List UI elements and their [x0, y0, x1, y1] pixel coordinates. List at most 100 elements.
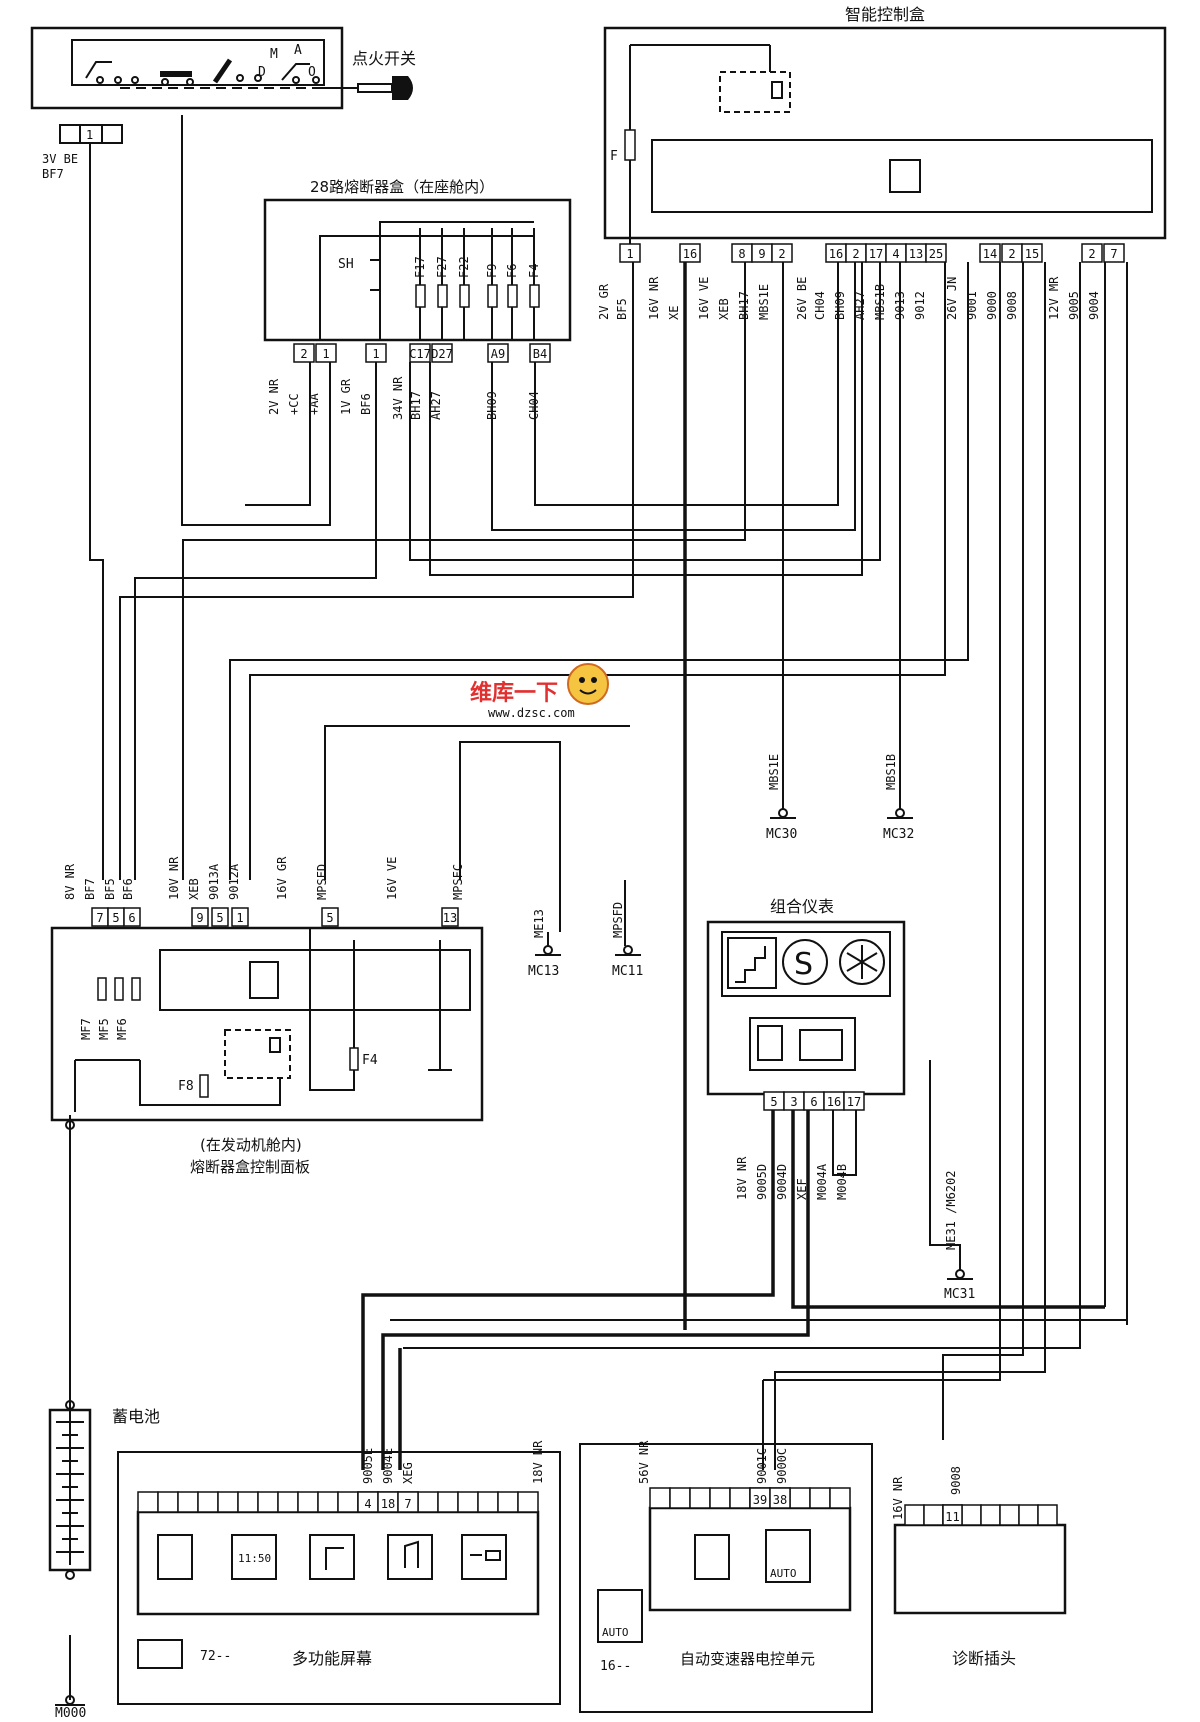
pos-O: O: [308, 65, 316, 80]
display-pin-box: [397, 1491, 419, 1513]
ground-symbols: [55, 800, 973, 1706]
gear-indicator-icon: [727, 937, 777, 989]
diag-wire-1: 9008: [949, 1466, 963, 1495]
diagnostic-plug: 诊断插头: [893, 1504, 1067, 1668]
cabin-pin-box: [431, 343, 453, 363]
ground-mc11: [615, 880, 641, 956]
engine-wire-11: MPSFC: [451, 864, 465, 900]
bsi-pin-0: 1: [626, 247, 633, 261]
diag-wire-0: 16V NR: [891, 1476, 905, 1520]
cabin-fuse-2: F22: [457, 256, 471, 278]
cabin-pin-3: C17: [409, 347, 431, 361]
ign-wire: 3V BE: [42, 152, 78, 166]
ground-labels: MBS1EMC30MBS1BMC32ME13MC13MPSFDMC11ME31 …: [55, 754, 975, 1721]
cluster-wire-4: M004A: [815, 1163, 829, 1200]
cabin-fuse-body: [507, 284, 518, 308]
ign-wire-code: BF7: [42, 167, 64, 181]
gearbox-pin-0: 39: [753, 1493, 767, 1507]
bsi-wire-14: 9012: [913, 291, 927, 320]
auto-button-icon: [597, 1589, 643, 1643]
gauge-icon: [799, 1029, 843, 1061]
bsi-pin-6: 2: [852, 247, 859, 261]
bsi-pin-2: 8: [738, 247, 745, 261]
bsi-label: 智能控制盒: [845, 5, 925, 24]
key-icon: [357, 76, 413, 100]
bsi-pin-box: [1021, 243, 1043, 263]
cluster-wire-1: 9005D: [755, 1164, 769, 1200]
pos-A: A: [294, 43, 302, 58]
display-code: 72--: [200, 1649, 231, 1664]
watermark-url: www.dzsc.com: [488, 706, 575, 720]
engine-fuse-label-2: 熔断器盒控制面板: [190, 1158, 310, 1176]
bsi-wire-3: XE: [667, 306, 681, 320]
engine-fuse-box: [50, 926, 484, 1130]
cabin-fuse-3: F9: [485, 264, 499, 278]
cabin-fuse-body: [529, 284, 540, 308]
cabin-fuse-4: F6: [505, 264, 519, 278]
ground-m000: [55, 1695, 85, 1706]
auto-text-2: AUTO: [602, 1626, 629, 1639]
bsi-pin-14: 2: [1088, 247, 1095, 261]
gearbox-label: 自动变速器电控单元: [680, 1650, 815, 1668]
ground-label-7: MC11: [612, 964, 643, 979]
cabin-pin-box: [529, 343, 551, 363]
ground-mc32: [887, 800, 913, 819]
engine-pin-box: [123, 907, 141, 927]
engine-wire-6: 9013A: [207, 863, 221, 900]
cabin-fuse-1: F27: [435, 256, 449, 278]
ground-label-9: MC31: [944, 1287, 975, 1302]
s-glyph: S: [794, 947, 813, 982]
sh-label: SH: [338, 257, 354, 272]
gearbox-pin-box: [769, 1487, 791, 1509]
bsi-wire-9: CH04: [813, 291, 827, 320]
engine-wire-5: XEB: [187, 878, 201, 900]
cabin-fuse-body: [459, 284, 470, 308]
engine-wire-8: 16V GR: [275, 856, 289, 900]
clock-text: 11:50: [238, 1552, 271, 1565]
bsi-pin-box: [1103, 243, 1125, 263]
bsi-wire-5: XEB: [717, 298, 731, 320]
bsi-wire-4: 16V VE: [697, 277, 711, 320]
cabin-fuse-5: F4: [527, 264, 541, 278]
cabin-pin-0: 2: [300, 347, 307, 361]
auto-mode-icon: [765, 1529, 811, 1583]
clock-icon: [231, 1534, 277, 1580]
engine-wire-7: 9012A: [227, 863, 241, 900]
bsi-pin-8: 4: [892, 247, 899, 261]
cabin-fuse-body: [437, 284, 448, 308]
gearbox-wire-2: 9000C: [775, 1448, 789, 1484]
engine-internal-2: MF6: [115, 1018, 129, 1040]
diag-pin-0: 11: [945, 1510, 959, 1524]
bsi-wire-2: 16V NR: [647, 276, 661, 320]
display-chip-icon: [157, 1534, 193, 1580]
cluster-pin-1: 3: [790, 1095, 797, 1109]
ground-mc30: [770, 800, 796, 819]
cabin-wire-5: 34V NR: [391, 376, 405, 420]
ground-label-0: MBS1E: [767, 754, 781, 790]
cabin-pin-box: [409, 343, 431, 363]
cabin-wire-0: 2V NR: [267, 378, 281, 415]
cluster-pin-3: 16: [827, 1095, 841, 1109]
bsi-pin-9: 13: [909, 247, 923, 261]
engine-fuse-f4: F4: [362, 1053, 378, 1068]
bsi-pin-10: 25: [929, 247, 943, 261]
ground-label-2: MBS1B: [884, 754, 898, 790]
pos-M: M: [270, 47, 278, 62]
car-icon: [461, 1534, 507, 1580]
bsi-pin-box: [979, 243, 1001, 263]
gearbox-wire-0: 56V NR: [637, 1440, 651, 1484]
battery: 蓄电池: [48, 1400, 160, 1580]
ign-pin: 1: [86, 128, 93, 142]
s-mode-icon: [782, 939, 828, 985]
bsi-wire-18: 9008: [1005, 291, 1019, 320]
bsi-pin-11: 14: [983, 247, 997, 261]
bsi-pin-box: [679, 243, 701, 263]
digit-display-icon: [137, 1639, 183, 1669]
engine-pin-3: 9: [196, 911, 203, 925]
